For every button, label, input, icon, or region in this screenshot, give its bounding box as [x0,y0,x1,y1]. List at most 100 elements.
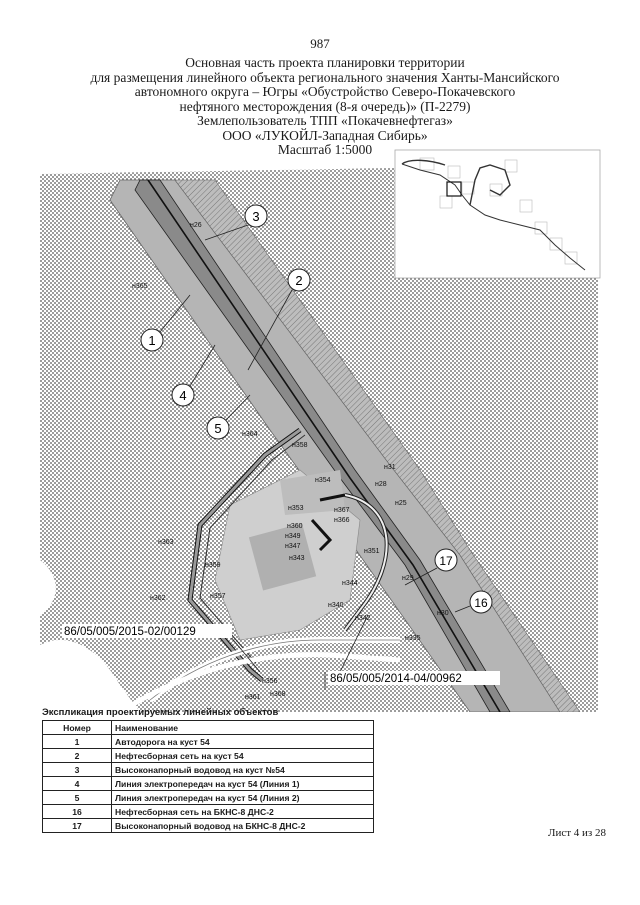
title-line: ООО «ЛУКОЙЛ-Западная Сибирь» [222,127,428,143]
object-label-2: 2 [295,273,302,288]
object-name: Нефтесборная сеть на БКНС-8 ДНС-2 [111,804,374,819]
object-marker-2 [287,268,311,292]
object-name: Нефтесборная сеть на куст 54 [111,748,374,763]
point-label: н342 [355,615,371,622]
cadastral-label: 86/05/005/2015-02/00129 [64,626,196,638]
access-road [118,652,401,712]
object-label-3: 3 [252,209,259,224]
overview-map-highlight [446,181,462,197]
pipeline [310,518,333,552]
title-block: Основная часть проекта планировки террит… [60,55,590,158]
leader-line [225,394,251,421]
object-label-4: 4 [179,388,186,403]
table-row: 3 Высоконапорный водовод на куст №54 [42,762,374,777]
pad [248,523,317,591]
object-name: Высоконапорный водовод на куст №54 [111,762,374,777]
cadastral-label-box [62,624,232,638]
overview-map [394,149,601,279]
title-line: Масштаб 1:5000 [277,142,373,157]
overview-route [469,164,511,206]
point-label: н354 [315,477,331,484]
table-row: 5 Линия электропередач на куст 54 (Линия… [42,790,374,805]
point-label: н29 [402,575,414,582]
object-number: 4 [42,776,112,791]
point-label: н361 [245,694,261,701]
leader-line [404,567,438,586]
point-label: н28 [375,481,387,488]
access-road [199,434,306,664]
open-area [40,639,140,712]
column-header-name: Наименование [111,720,374,735]
object-number: 3 [42,762,112,777]
point-label: н357 [210,593,226,600]
leader-line [189,344,216,387]
object-marker-4 [171,383,195,407]
point-label: н344 [342,580,358,587]
object-marker-1 [140,328,164,352]
table-row: 4 Линия электропередач на куст 54 (Линия… [42,776,374,791]
object-marker-3 [244,204,268,228]
leader-line [247,289,293,371]
object-number: 2 [42,748,112,763]
sheet-label: Лист 4 из 28 [548,827,607,839]
point-label: н359 [205,562,221,569]
point-label: н363 [158,539,174,546]
cadastral-labels: 86/05/005/2015-02/00129 86/05/005/2014-0… [62,614,500,690]
table-header-row: Номер Наименование [42,720,374,735]
point-label: н364 [242,431,258,438]
table-row: 16 Нефтесборная сеть на БКНС-8 ДНС-2 [42,804,374,819]
point-label: н347 [285,543,301,550]
table-row: 17 Высоконапорный водовод на БКНС-8 ДНС-… [42,818,374,833]
object-callouts: 1 2 3 4 5 16 17 [140,204,493,614]
object-marker-17 [434,548,458,572]
explication-table: Номер Наименование 1 Автодорога на куст … [42,720,374,833]
point-label: н335 [405,635,421,642]
point-label: н349 [285,533,301,540]
object-label-17: 17 [439,554,453,568]
point-label: н30 [437,610,449,617]
overview-route [401,163,586,271]
point-label: н343 [289,555,305,562]
overview-map-frame [394,149,601,279]
object-name: Линия электропередач на куст 54 (Линия 2… [111,790,374,805]
object-label-5: 5 [214,421,221,436]
point-label: н356 [262,678,278,685]
point-label: н367 [334,507,350,514]
object-number: 16 [42,804,112,819]
point-label: н358 [292,442,308,449]
point-label: н365 [132,283,148,290]
title-line: автономного округа – Югры «Обустройство … [134,84,516,99]
point-label: н362 [150,595,166,602]
leader-line [229,635,261,673]
point-label: н351 [364,548,380,555]
explication-title: Экспликация проектируемых линейных объек… [42,707,279,718]
leader-line [159,294,191,333]
title-line: нефтяного месторождения (8-я очередь)» (… [179,98,471,114]
table-row: 1 Автодорога на куст 54 [42,734,374,749]
column-header-number: Номер [42,720,112,735]
object-label-1: 1 [148,333,155,348]
point-label: н26 [190,222,202,229]
object-marker-16 [469,590,493,614]
point-label: н31 [384,464,396,471]
point-label: н368 [270,691,286,698]
object-name: Высоконапорный водовод на БКНС-8 ДНС-2 [111,818,374,833]
pipeline [319,493,346,502]
point-labels: н365 н26 н364 н358 н354 н31 н28 н25 н353… [132,222,449,701]
overview-route [401,159,446,166]
access-road [188,428,301,682]
title-line: для размещения линейного объекта региона… [90,69,560,85]
object-number: 17 [42,818,112,833]
table-row: 2 Нефтесборная сеть на куст 54 [42,748,374,763]
object-label-16: 16 [474,596,488,610]
pad-area [280,470,345,515]
cadastral-label: 86/05/005/2014-04/00962 [330,673,462,685]
object-name: Автодорога на куст 54 [111,734,374,749]
point-label: н25 [395,500,407,507]
page-number: 987 [310,36,330,51]
title-line: Землепользователь ТПП «Покачевнефтегаз» [197,113,453,128]
object-marker-5 [206,416,230,440]
object-number: 1 [42,734,112,749]
object-number: 5 [42,790,112,805]
